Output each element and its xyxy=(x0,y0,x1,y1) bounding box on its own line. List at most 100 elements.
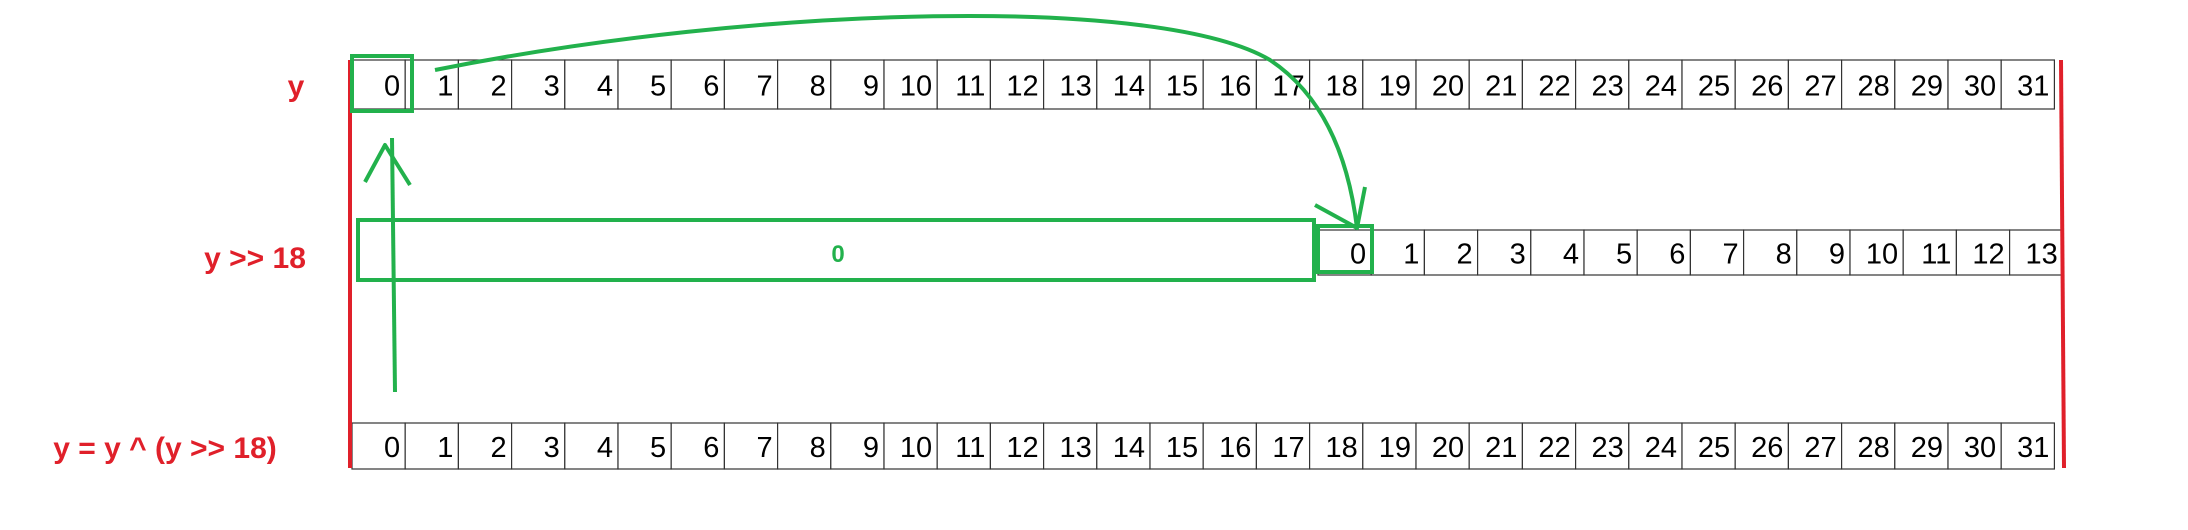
bit-cell-label: 10 xyxy=(1866,239,1898,271)
bit-cell xyxy=(989,59,1045,110)
bit-cell-label: 7 xyxy=(1722,239,1738,271)
bit-cell-label: 29 xyxy=(1911,432,1943,464)
bit-cell xyxy=(1096,422,1151,470)
bit-cell-label: 13 xyxy=(1060,432,1092,464)
bit-cell-label: 29 xyxy=(1911,71,1943,103)
bit-cell-label: 9 xyxy=(1829,239,1845,271)
bit-cell-label: 0 xyxy=(384,71,400,103)
bit-cell-label: 18 xyxy=(1326,432,1358,464)
bit-cell-label: 6 xyxy=(1669,239,1685,271)
bit-cell xyxy=(1742,229,1798,276)
bit-cell-label: 27 xyxy=(1804,432,1836,464)
bit-cell xyxy=(830,59,885,110)
bit-cell-label: 8 xyxy=(810,71,826,103)
bit-cell xyxy=(1574,59,1630,110)
bit-cell-label: 14 xyxy=(1113,71,1145,103)
bit-cell xyxy=(989,422,1045,470)
bit-cell-label: 26 xyxy=(1751,432,1783,464)
row-label-result: y = y ^ (y >> 18) xyxy=(53,432,277,465)
bit-cell xyxy=(936,422,992,470)
bit-cell-label: 12 xyxy=(1006,71,1038,103)
shift-arrowhead xyxy=(1314,186,1367,230)
bit-cell xyxy=(1042,59,1098,110)
bit-cell xyxy=(511,422,566,470)
bit-cell xyxy=(1894,59,1949,110)
bit-cell-label: 28 xyxy=(1858,432,1890,464)
row-label-shifted: y >> 18 xyxy=(204,242,306,275)
bit-cell xyxy=(2008,229,2064,276)
bit-cell-label: 5 xyxy=(650,432,666,464)
bit-cell-label: 16 xyxy=(1219,71,1251,103)
bit-cell xyxy=(1849,229,1904,276)
bit-cell-label: 6 xyxy=(703,432,719,464)
bit-cell-label: 27 xyxy=(1804,71,1836,103)
bit-cell-label: 3 xyxy=(544,432,560,464)
bit-cell xyxy=(404,422,460,470)
bit-cell-label: 8 xyxy=(810,432,826,464)
bit-cell-label: 24 xyxy=(1645,71,1677,103)
zero-fill-region xyxy=(356,218,1316,282)
bit-cell xyxy=(830,422,885,470)
bit-cell-label: 24 xyxy=(1645,432,1677,464)
bit-cell xyxy=(1149,59,1204,110)
bit-cell-label: 22 xyxy=(1538,432,1570,464)
bit-cell-label: 1 xyxy=(437,71,453,103)
bit-cell-label: 21 xyxy=(1485,71,1517,103)
bit-cell-label: 22 xyxy=(1538,71,1570,103)
bit-cell xyxy=(1202,422,1257,470)
bit-cell xyxy=(776,59,832,110)
bit-cell xyxy=(1521,59,1577,110)
bit-cell-label: 25 xyxy=(1698,432,1730,464)
bit-cell xyxy=(1530,229,1585,276)
bit-cell-label: 28 xyxy=(1858,71,1890,103)
bit-cell xyxy=(1468,422,1523,470)
bit-cell-label: 5 xyxy=(1616,239,1632,271)
bit-cell xyxy=(1734,422,1789,470)
bit-cell-label: 9 xyxy=(863,432,879,464)
bit-cell xyxy=(1681,422,1736,470)
bit-cell xyxy=(1902,229,1957,276)
bit-cell-label: 11 xyxy=(955,432,985,464)
bit-cell-label: 4 xyxy=(597,71,613,103)
bit-cell-label: 10 xyxy=(900,71,932,103)
bit-cell-label: 5 xyxy=(650,71,666,103)
bit-cell-label: 0 xyxy=(1350,239,1366,271)
bit-cell xyxy=(617,59,672,110)
bit-cell-label: 16 xyxy=(1219,432,1251,464)
bit-cell-label: 8 xyxy=(1776,239,1792,271)
bit-cell-label: 13 xyxy=(2026,239,2058,271)
bit-cell-label: 9 xyxy=(863,71,879,103)
bit-cell-label: 26 xyxy=(1751,71,1783,103)
bit-cell xyxy=(2000,422,2055,470)
bit-cell-label: 23 xyxy=(1592,432,1624,464)
bit-cell xyxy=(936,59,992,110)
highlight-box-shifted-bit-0 xyxy=(1316,224,1374,274)
bit-cell xyxy=(1255,422,1311,470)
bit-cell-label: 23 xyxy=(1592,71,1624,103)
bit-cell xyxy=(670,422,726,470)
bit-cell xyxy=(1894,422,1949,470)
bit-cell xyxy=(1628,59,1683,110)
bit-cell-label: 0 xyxy=(384,432,400,464)
xor-arrowhead xyxy=(363,143,412,187)
bit-cell-label: 19 xyxy=(1379,71,1411,103)
bit-cell-label: 1 xyxy=(1403,239,1419,271)
bit-cell xyxy=(1149,422,1204,470)
bit-cell-label: 12 xyxy=(1006,432,1038,464)
bit-cell-label: 1 xyxy=(437,432,453,464)
bit-cell xyxy=(1415,422,1470,470)
bit-cell xyxy=(1308,59,1364,110)
bit-cell-label: 3 xyxy=(544,71,560,103)
row-label-y: y xyxy=(288,70,305,103)
bit-cell xyxy=(351,59,406,110)
xor-arrow-line xyxy=(390,137,397,393)
bit-cell xyxy=(723,59,779,110)
bit-cell xyxy=(2000,59,2055,110)
bit-cell-label: 2 xyxy=(490,432,506,464)
zero-fill-label: 0 xyxy=(831,241,844,268)
bit-cell-label: 3 xyxy=(1510,239,1526,271)
